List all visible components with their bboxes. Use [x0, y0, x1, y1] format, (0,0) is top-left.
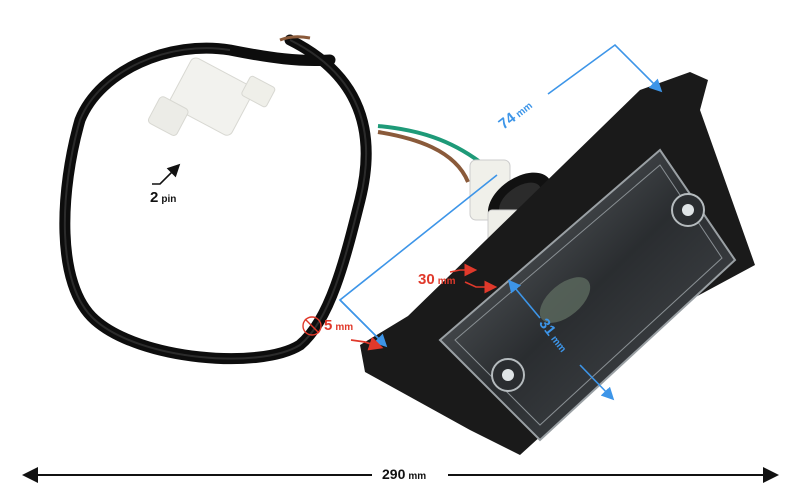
- light-housing: [360, 72, 755, 455]
- connector-plug: [147, 57, 276, 136]
- connector-pin-arrow: [152, 163, 181, 185]
- wires: [279, 35, 482, 183]
- dimension-5mm: [302, 316, 384, 351]
- dimension-30mm: [449, 263, 498, 294]
- dimension-31mm: [507, 279, 615, 401]
- cable-loop: [59, 34, 372, 365]
